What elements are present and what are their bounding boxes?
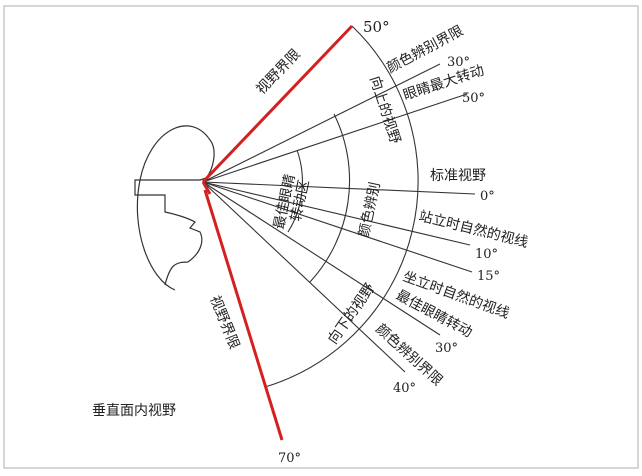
deg0: 0° (480, 189, 495, 204)
frame (3, 5, 639, 469)
inner-arc (287, 149, 303, 233)
middle-arc (309, 113, 351, 283)
head-outline (134, 125, 215, 291)
line-30-down (202, 181, 441, 336)
deg15: 15° (477, 269, 500, 284)
lower-deg: 70° (278, 451, 301, 466)
lower-limit-label: 视野界限 (206, 294, 242, 352)
deg30-down: 30° (435, 341, 458, 356)
downward-view-label: 向下的视野 (325, 281, 378, 348)
line-15 (202, 181, 473, 273)
upper-limit-line (201, 24, 354, 184)
deg30-up: 30° (447, 55, 470, 70)
upper-limit-label: 视野界限 (253, 46, 303, 97)
outer-arc (264, 25, 419, 388)
standard-view-label: 标准视野 (430, 168, 486, 184)
lower-limit-joint (201, 181, 212, 195)
line-10 (202, 181, 471, 246)
lower-limit-line (203, 189, 284, 441)
standing-line-label: 站立时自然的视线 (417, 207, 530, 251)
line-40 (202, 181, 406, 373)
diagram-title: 垂直面内视野 (92, 402, 176, 419)
line-30-up (202, 63, 441, 183)
upper-deg: 50° (363, 18, 390, 36)
line-50-eye (202, 93, 468, 183)
deg40: 40° (393, 381, 416, 396)
deg50-eye: 50° (462, 91, 485, 106)
sight-lines (202, 25, 476, 388)
line-0 (202, 181, 476, 195)
deg10: 10° (475, 247, 498, 262)
